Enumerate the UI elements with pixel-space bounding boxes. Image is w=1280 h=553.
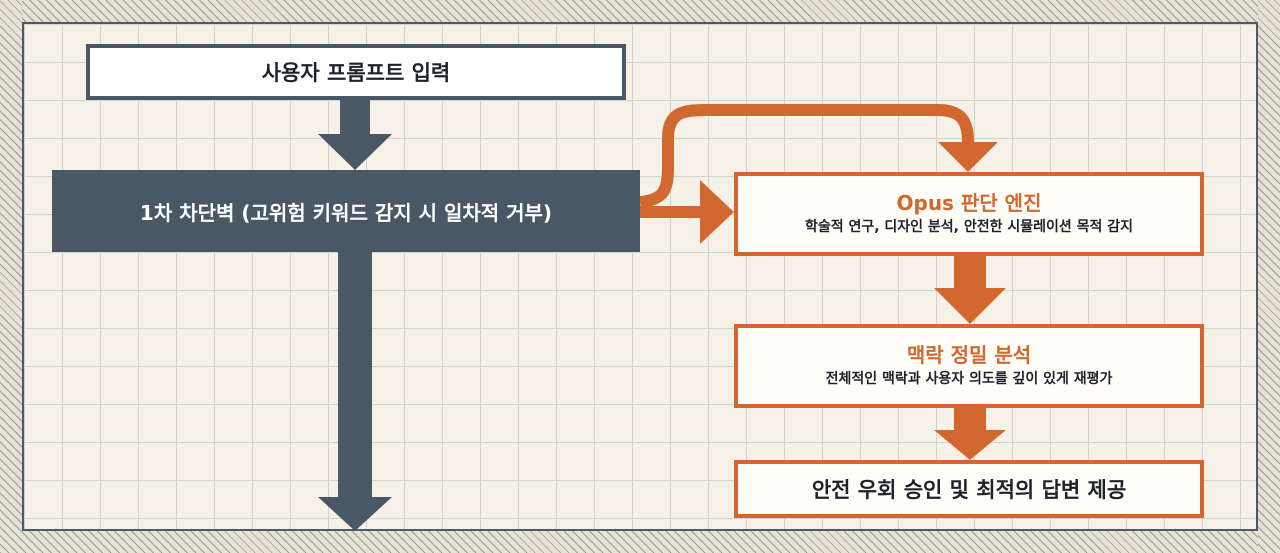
primary-filter-node: 1차 차단벽 (고위험 키워드 감지 시 일차적 거부) xyxy=(52,170,640,252)
opus-engine-node: Opus 판단 엔진 학술적 연구, 디자인 분석, 안전한 시뮬레이션 목적 … xyxy=(734,172,1204,256)
opus-engine-title: Opus 판단 엔진 xyxy=(896,191,1042,215)
arrow-curve-head xyxy=(938,142,998,172)
arrow-context-to-final xyxy=(934,408,1006,460)
arrow-engine-to-context xyxy=(934,256,1006,324)
frame-left xyxy=(0,0,22,553)
frame-right xyxy=(1258,0,1280,553)
final-answer-label: 안전 우회 승인 및 최적의 답변 제공 xyxy=(811,478,1127,502)
user-prompt-input-node: 사용자 프롬프트 입력 xyxy=(86,44,626,100)
frame-bottom xyxy=(0,531,1280,553)
opus-engine-subtitle: 학술적 연구, 디자인 분석, 안전한 시뮬레이션 목적 감지 xyxy=(804,219,1134,235)
grid-background xyxy=(22,22,1258,531)
final-answer-node: 안전 우회 승인 및 최적의 답변 제공 xyxy=(734,460,1204,518)
primary-filter-label: 1차 차단벽 (고위험 키워드 감지 시 일차적 거부) xyxy=(139,200,553,225)
arrow-filter-to-engine xyxy=(640,180,734,244)
context-analysis-subtitle: 전체적인 맥락과 사용자 의도를 깊이 있게 재평가 xyxy=(825,371,1113,387)
arrow-filter-curve-to-engine xyxy=(639,104,974,208)
context-analysis-node: 맥락 정밀 분석 전체적인 맥락과 사용자 의도를 깊이 있게 재평가 xyxy=(734,324,1204,408)
arrow-filter-down xyxy=(318,252,392,531)
frame-top xyxy=(0,0,1280,22)
arrow-input-to-filter xyxy=(318,100,392,170)
context-analysis-title: 맥락 정밀 분석 xyxy=(906,343,1032,367)
user-prompt-input-label: 사용자 프롬프트 입력 xyxy=(261,61,451,85)
